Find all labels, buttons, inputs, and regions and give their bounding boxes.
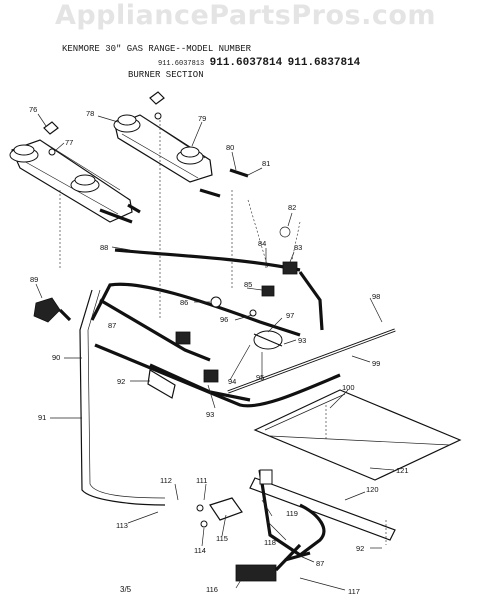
callout-90: 90 [52, 353, 60, 362]
callout-98: 98 [372, 292, 380, 301]
callout-83: 83 [294, 243, 302, 252]
callout-94: 94 [228, 377, 236, 386]
diagram-title: KENMORE 30" GAS RANGE--MODEL NUMBER [62, 44, 252, 54]
callout-115: 115 [216, 534, 228, 543]
fitting-top [154, 112, 162, 120]
callout-77: 77 [65, 138, 73, 147]
right-burner-assembly [113, 114, 249, 198]
regulator-and-supply [33, 289, 166, 506]
valves [147, 261, 298, 399]
callout-87-bottom: 87 [316, 559, 324, 568]
model-number-b: 911.6837814 [287, 57, 361, 69]
callout-81: 81 [262, 159, 270, 168]
model-numbers: 911.6037813 911.6037814 911.6837814 [158, 58, 360, 70]
callout-100: 100 [342, 383, 355, 392]
callout-113: 113 [116, 521, 128, 530]
callout-leaders [35, 113, 395, 591]
callout-99: 99 [372, 359, 380, 368]
clip-top [149, 91, 165, 105]
callout-86: 86 [180, 298, 188, 307]
callout-92-right: 92 [356, 544, 364, 553]
callout-96: 96 [220, 315, 228, 324]
callout-114: 114 [194, 546, 206, 555]
callout-119: 119 [286, 509, 298, 518]
callout-85: 85 [244, 280, 252, 289]
callout-112: 112 [160, 476, 172, 485]
shield-detail [264, 393, 451, 446]
callout-labels: 76 77 78 79 80 81 82 83 84 85 86 87 88 8… [29, 105, 409, 596]
watermark: AppliancePartsPros.com [54, 0, 437, 31]
callout-82: 82 [288, 203, 296, 212]
callout-118: 118 [264, 538, 276, 547]
part-100-shield [253, 389, 462, 481]
callout-121: 121 [396, 466, 409, 475]
callout-117: 117 [348, 587, 360, 596]
callout-97: 97 [286, 311, 294, 320]
callout-80: 80 [226, 143, 234, 152]
dashed-leaders [59, 120, 387, 545]
part-77-fitting [48, 148, 56, 156]
callout-89: 89 [30, 275, 38, 284]
callout-111: 111 [196, 476, 207, 485]
part-82-washer [279, 226, 291, 238]
callout-116: 116 [206, 585, 218, 594]
callout-95: 95 [256, 373, 264, 382]
left-burner-assembly [9, 139, 141, 224]
section-title: BURNER SECTION [128, 70, 204, 80]
part-76-clip [43, 121, 59, 135]
callout-79: 79 [198, 114, 206, 123]
callout-93-left: 93 [206, 410, 214, 419]
model-number-small: 911.6037813 [158, 60, 205, 68]
callout-91: 91 [38, 413, 46, 422]
callout-84: 84 [258, 239, 266, 248]
callout-78: 78 [86, 109, 94, 118]
callout-87-top: 87 [108, 321, 116, 330]
page-number: 3/5 [120, 585, 132, 594]
lower-assembly [196, 469, 396, 582]
callout-93-right: 93 [298, 336, 306, 345]
callout-76: 76 [29, 105, 37, 114]
model-number-a: 911.6037814 [209, 57, 283, 69]
callout-88: 88 [100, 243, 108, 252]
callout-92-left: 92 [117, 377, 125, 386]
callout-120: 120 [366, 485, 379, 494]
